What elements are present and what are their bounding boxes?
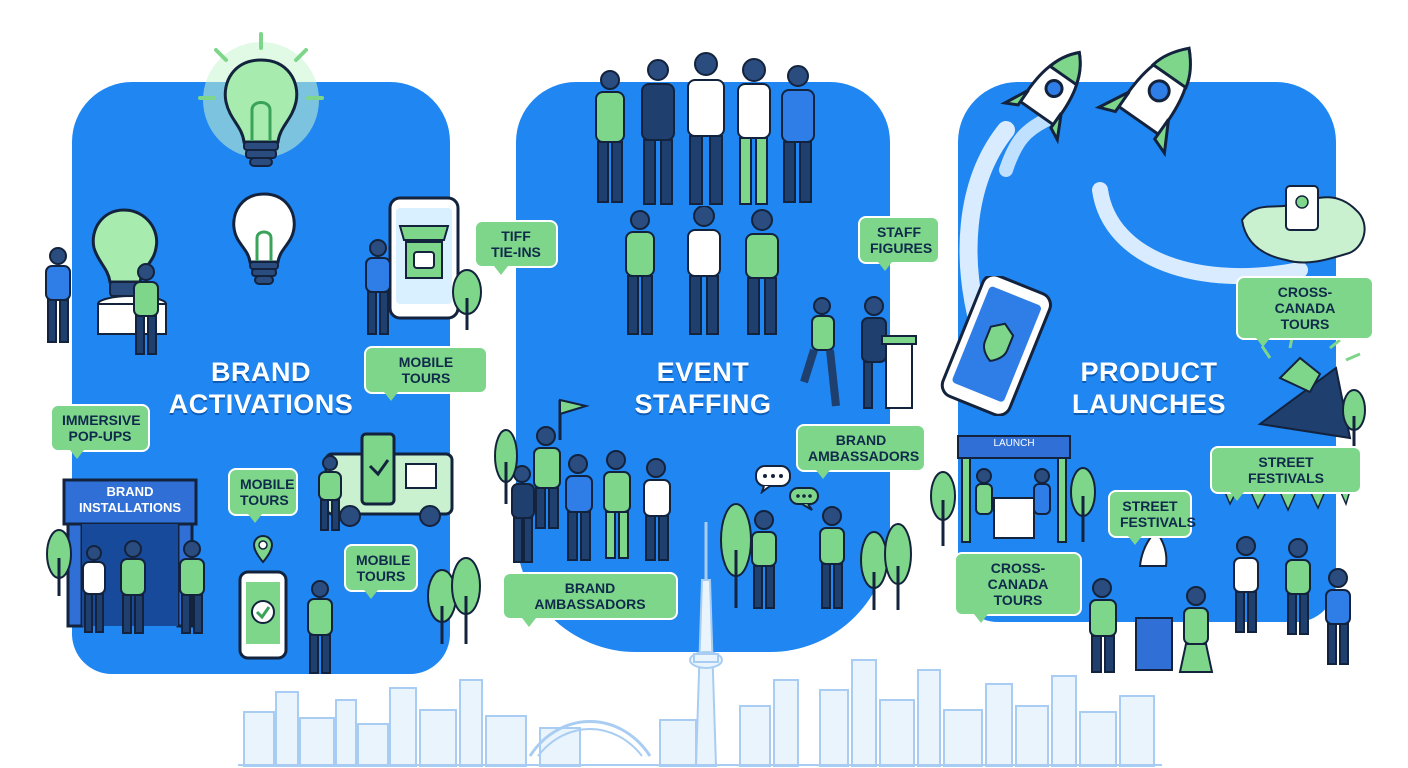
person-figure (318, 455, 342, 531)
staff-group (625, 206, 779, 335)
staff-group (595, 52, 815, 205)
tag-staff-figures: STAFF FIGURES (858, 216, 940, 271)
person-figure (45, 247, 71, 343)
tag-immersive-pop-ups: IMMERSIVE POP-UPS (50, 404, 150, 459)
person-figure (307, 580, 333, 674)
speech-bubble-icon (789, 487, 819, 511)
tree-icon (860, 523, 912, 610)
toronto-skyline (243, 659, 1155, 767)
tag-mobile-tours: MOBILE TOURS (364, 346, 488, 401)
person-figure (120, 540, 146, 634)
title-line: ACTIVATIONS (168, 389, 354, 419)
tree-icon (452, 269, 482, 330)
person-figure (365, 239, 391, 335)
title-event-staffing: EVENT STAFFING (616, 356, 790, 420)
tree-icon (930, 471, 956, 546)
festival-crowd (1089, 528, 1351, 673)
smartphone-check-icon (238, 570, 288, 660)
title-brand-activations: BRAND ACTIVATIONS (150, 356, 372, 420)
tag-mobile-tours: MOBILE TOURS (228, 468, 298, 523)
person-figure (82, 545, 106, 633)
tree-icon (720, 503, 752, 608)
tree-icon (46, 529, 72, 596)
tag-brand-ambassadors: BRAND AMBASSADORS (796, 424, 926, 479)
confetti-burst-icon (1257, 338, 1361, 440)
title-product-launches: PRODUCT LAUNCHES (1058, 356, 1240, 420)
rocket-icon (1094, 46, 1192, 158)
title-line: EVENT (656, 357, 750, 387)
title-line: LAUNCHES (1071, 389, 1226, 419)
lightbulb-icon (232, 192, 296, 285)
food-truck-icon (324, 432, 454, 527)
tree-icon (427, 557, 481, 644)
booth-sign: LAUNCH (993, 438, 1035, 449)
map-pin-icon (252, 534, 274, 564)
rocket-trail (1092, 182, 1308, 284)
title-line: PRODUCT (1080, 357, 1218, 387)
podium-speaker (800, 296, 917, 409)
title-line: BRAND (211, 357, 311, 387)
smartphone-icon (388, 196, 460, 320)
skyline-baseline (238, 764, 1162, 766)
canada-map-icon (1240, 185, 1366, 264)
installation-sign: BRAND INSTALLATIONS (78, 484, 182, 515)
tag-mobile-tours: MOBILE TOURS (344, 544, 418, 599)
celebrating-crowd (511, 398, 671, 563)
smartphone-icon (940, 276, 1052, 416)
lightbulb-icon (198, 32, 324, 167)
person-figure (133, 263, 159, 355)
title-line: STAFFING (634, 389, 772, 419)
launch-booth-icon (957, 435, 1071, 543)
person-figure (179, 540, 205, 634)
tag-cross-canada-tours: CROSS-CANADA TOURS (954, 552, 1082, 623)
person-figure (751, 510, 777, 609)
tag-brand-ambassadors: BRAND AMBASSADORS (502, 572, 678, 627)
tag-street-festivals: STREET FESTIVALS (1210, 446, 1362, 501)
tree-icon (494, 429, 518, 504)
person-figure (819, 506, 845, 609)
cn-tower-icon (689, 522, 723, 767)
tag-tiff-tie-ins: TIFF TIE-INS (474, 220, 558, 275)
tree-icon (1070, 467, 1096, 542)
speech-bubble-icon (755, 465, 791, 494)
tag-street-festivals: STREET FESTIVALS (1108, 490, 1196, 545)
tag-cross-canada-tours: CROSS-CANADA TOURS (1236, 276, 1374, 347)
rocket-icon (999, 50, 1082, 177)
